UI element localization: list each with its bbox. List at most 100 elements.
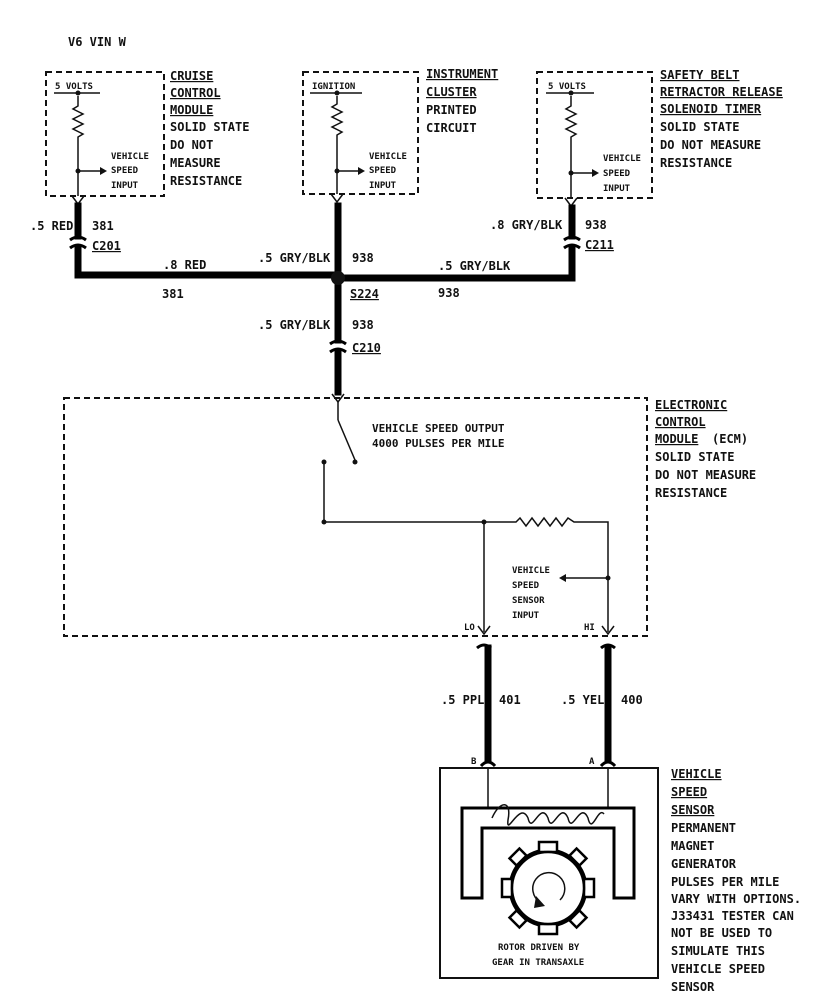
ecm-title-3: MODULE (655, 432, 698, 446)
bus-right-circuit: 938 (438, 286, 460, 300)
hi-wire-color: .5 YEL (561, 693, 604, 707)
sensor-title-3: SENSOR (671, 803, 715, 817)
ecm-bias-resistor (484, 516, 609, 632)
safety-input-line2: SPEED (603, 169, 631, 179)
ecm-vss-line2: SPEED (512, 581, 540, 591)
cruise-desc-2: DO NOT (170, 138, 213, 152)
bus-center-color: .5 GRY/BLK (258, 251, 331, 265)
ecm-desc-2: DO NOT MEASURE (655, 468, 756, 482)
cruise-control-module: 5 VOLTS VEHICLE SPEED INPUT CRUISE CONTR… (45, 69, 249, 206)
rotation-arrow (532, 871, 566, 903)
c201-label: C201 (92, 239, 121, 253)
lower-wiring: .5 PPL 401 .5 YEL 400 (441, 643, 643, 762)
instrument-input-arrow (358, 167, 365, 175)
ecm-vss-line4: INPUT (512, 611, 540, 621)
sensor-desc-4: PULSES PER MILE (671, 875, 779, 889)
safety-resistor (564, 96, 578, 198)
cruise-desc-3: MEASURE (170, 156, 221, 170)
bus-right-color: .5 GRY/BLK (438, 259, 511, 273)
ecm-module: VEHICLE SPEED OUTPUT 4000 PULSES PER MIL… (63, 393, 756, 637)
sensor-desc-1: PERMANENT (671, 821, 736, 835)
ecm-desc-1: SOLID STATE (655, 450, 734, 464)
instrument-input-line1: VEHICLE (369, 152, 407, 162)
ecm-box (63, 397, 648, 637)
sensor-coil (491, 804, 605, 826)
ecm-vss-input-arrow (559, 574, 566, 582)
safety-desc-3: RESISTANCE (660, 156, 732, 170)
sensor-box (439, 767, 659, 979)
sensor-desc-9: VEHICLE SPEED (671, 962, 765, 976)
instrument-input-line2: SPEED (369, 166, 397, 176)
cruise-desc-4: RESISTANCE (170, 174, 242, 188)
safety-desc-2: DO NOT MEASURE (660, 138, 761, 152)
ecm-hi-label: HI (584, 623, 595, 633)
instrument-input-line3: INPUT (369, 181, 397, 191)
cruise-circuit: 381 (92, 219, 114, 233)
ecm-vss-line3: SENSOR (512, 596, 545, 606)
ecm-desc-3: RESISTANCE (655, 486, 727, 500)
ecm-internal-line (323, 462, 484, 523)
sensor-pin-a: A (589, 757, 595, 767)
vehicle-speed-sensor: B A ROTOR DRIVEN BY GEAR IN TRANSAXLE VE… (439, 757, 801, 994)
ecm-title-2: CONTROL (655, 415, 706, 429)
ecm-title-1: ELECTRONIC (655, 398, 727, 412)
sensor-title-1: VEHICLE (671, 767, 722, 781)
c201-connector-bottom (69, 243, 87, 250)
ecm-output-line1: VEHICLE SPEED OUTPUT (372, 422, 505, 435)
wire-938-bus-right (334, 246, 576, 282)
sensor-pin-b: B (471, 757, 477, 767)
sensor-desc-8: SIMULATE THIS (671, 944, 765, 958)
c211-connector-top (563, 235, 581, 242)
rotation-arrowhead (534, 896, 545, 908)
sensor-desc-7: NOT BE USED TO (671, 926, 772, 940)
c210-connector-bottom (329, 347, 347, 354)
sensor-magnet (460, 806, 636, 900)
c211-label: C211 (585, 238, 614, 252)
instrument-junction (334, 90, 340, 96)
ecm-switch-contact (352, 459, 358, 465)
cruise-input-line1: VEHICLE (111, 152, 149, 162)
safety-belt-timer: 5 VOLTS VEHICLE SPEED INPUT SAFETY BELT … (536, 68, 783, 208)
cruise-junction (75, 90, 81, 96)
cruise-input-line3: INPUT (111, 181, 139, 191)
cruise-input-line2: SPEED (111, 166, 139, 176)
safety-wire-color: .8 GRY/BLK (490, 218, 563, 232)
sensor-desc-5: VARY WITH OPTIONS. (671, 892, 801, 906)
instrument-cluster: IGNITION VEHICLE SPEED INPUT INSTRUMENT … (302, 67, 498, 204)
cruise-voltage: 5 VOLTS (55, 82, 93, 92)
bus-left-circuit: 381 (162, 287, 184, 301)
instrument-source: IGNITION (312, 82, 355, 92)
down-wire-color: .5 GRY/BLK (258, 318, 331, 332)
down-wire-circuit: 938 (352, 318, 374, 332)
instrument-title-1: INSTRUMENT (426, 67, 498, 81)
sensor-desc-3: GENERATOR (671, 857, 737, 871)
upper-wiring: .5 RED 381 C201 .8 RED 381 .5 GRY/BLK 93… (30, 202, 614, 396)
c201-connector-top (69, 235, 87, 242)
hi-wire-circuit: 400 (621, 693, 643, 707)
splice-s224 (331, 271, 345, 285)
cruise-input-arrow (100, 167, 107, 175)
ecm-hi-terminal (601, 625, 615, 636)
c211-connector-bottom (563, 243, 581, 250)
c210-label: C210 (352, 341, 381, 355)
sensor-desc-10: SENSOR (671, 980, 715, 994)
sensor-desc-2: MAGNET (671, 839, 714, 853)
cruise-resistor (71, 96, 85, 196)
safety-input-arrow (592, 169, 599, 177)
sensor-desc-6: J33431 TESTER CAN (671, 909, 794, 923)
cruise-title-3: MODULE (170, 103, 213, 117)
instrument-desc-2: CIRCUIT (426, 121, 477, 135)
cruise-desc-1: SOLID STATE (170, 120, 249, 134)
ecm-output-line2: 4000 PULSES PER MILE (372, 437, 504, 450)
ecm-title-suffix: (ECM) (712, 432, 748, 446)
instrument-box (302, 71, 419, 195)
ecm-output-switch (337, 419, 356, 461)
ecm-vss-line1: VEHICLE (512, 566, 550, 576)
sensor-rotor-gear (500, 840, 596, 936)
instrument-desc-1: PRINTED (426, 103, 477, 117)
safety-title-1: SAFETY BELT (660, 68, 739, 82)
cruise-module-box (45, 71, 165, 197)
sensor-pin-b-terminal (479, 760, 497, 768)
ecm-lo-label: LO (464, 623, 475, 633)
